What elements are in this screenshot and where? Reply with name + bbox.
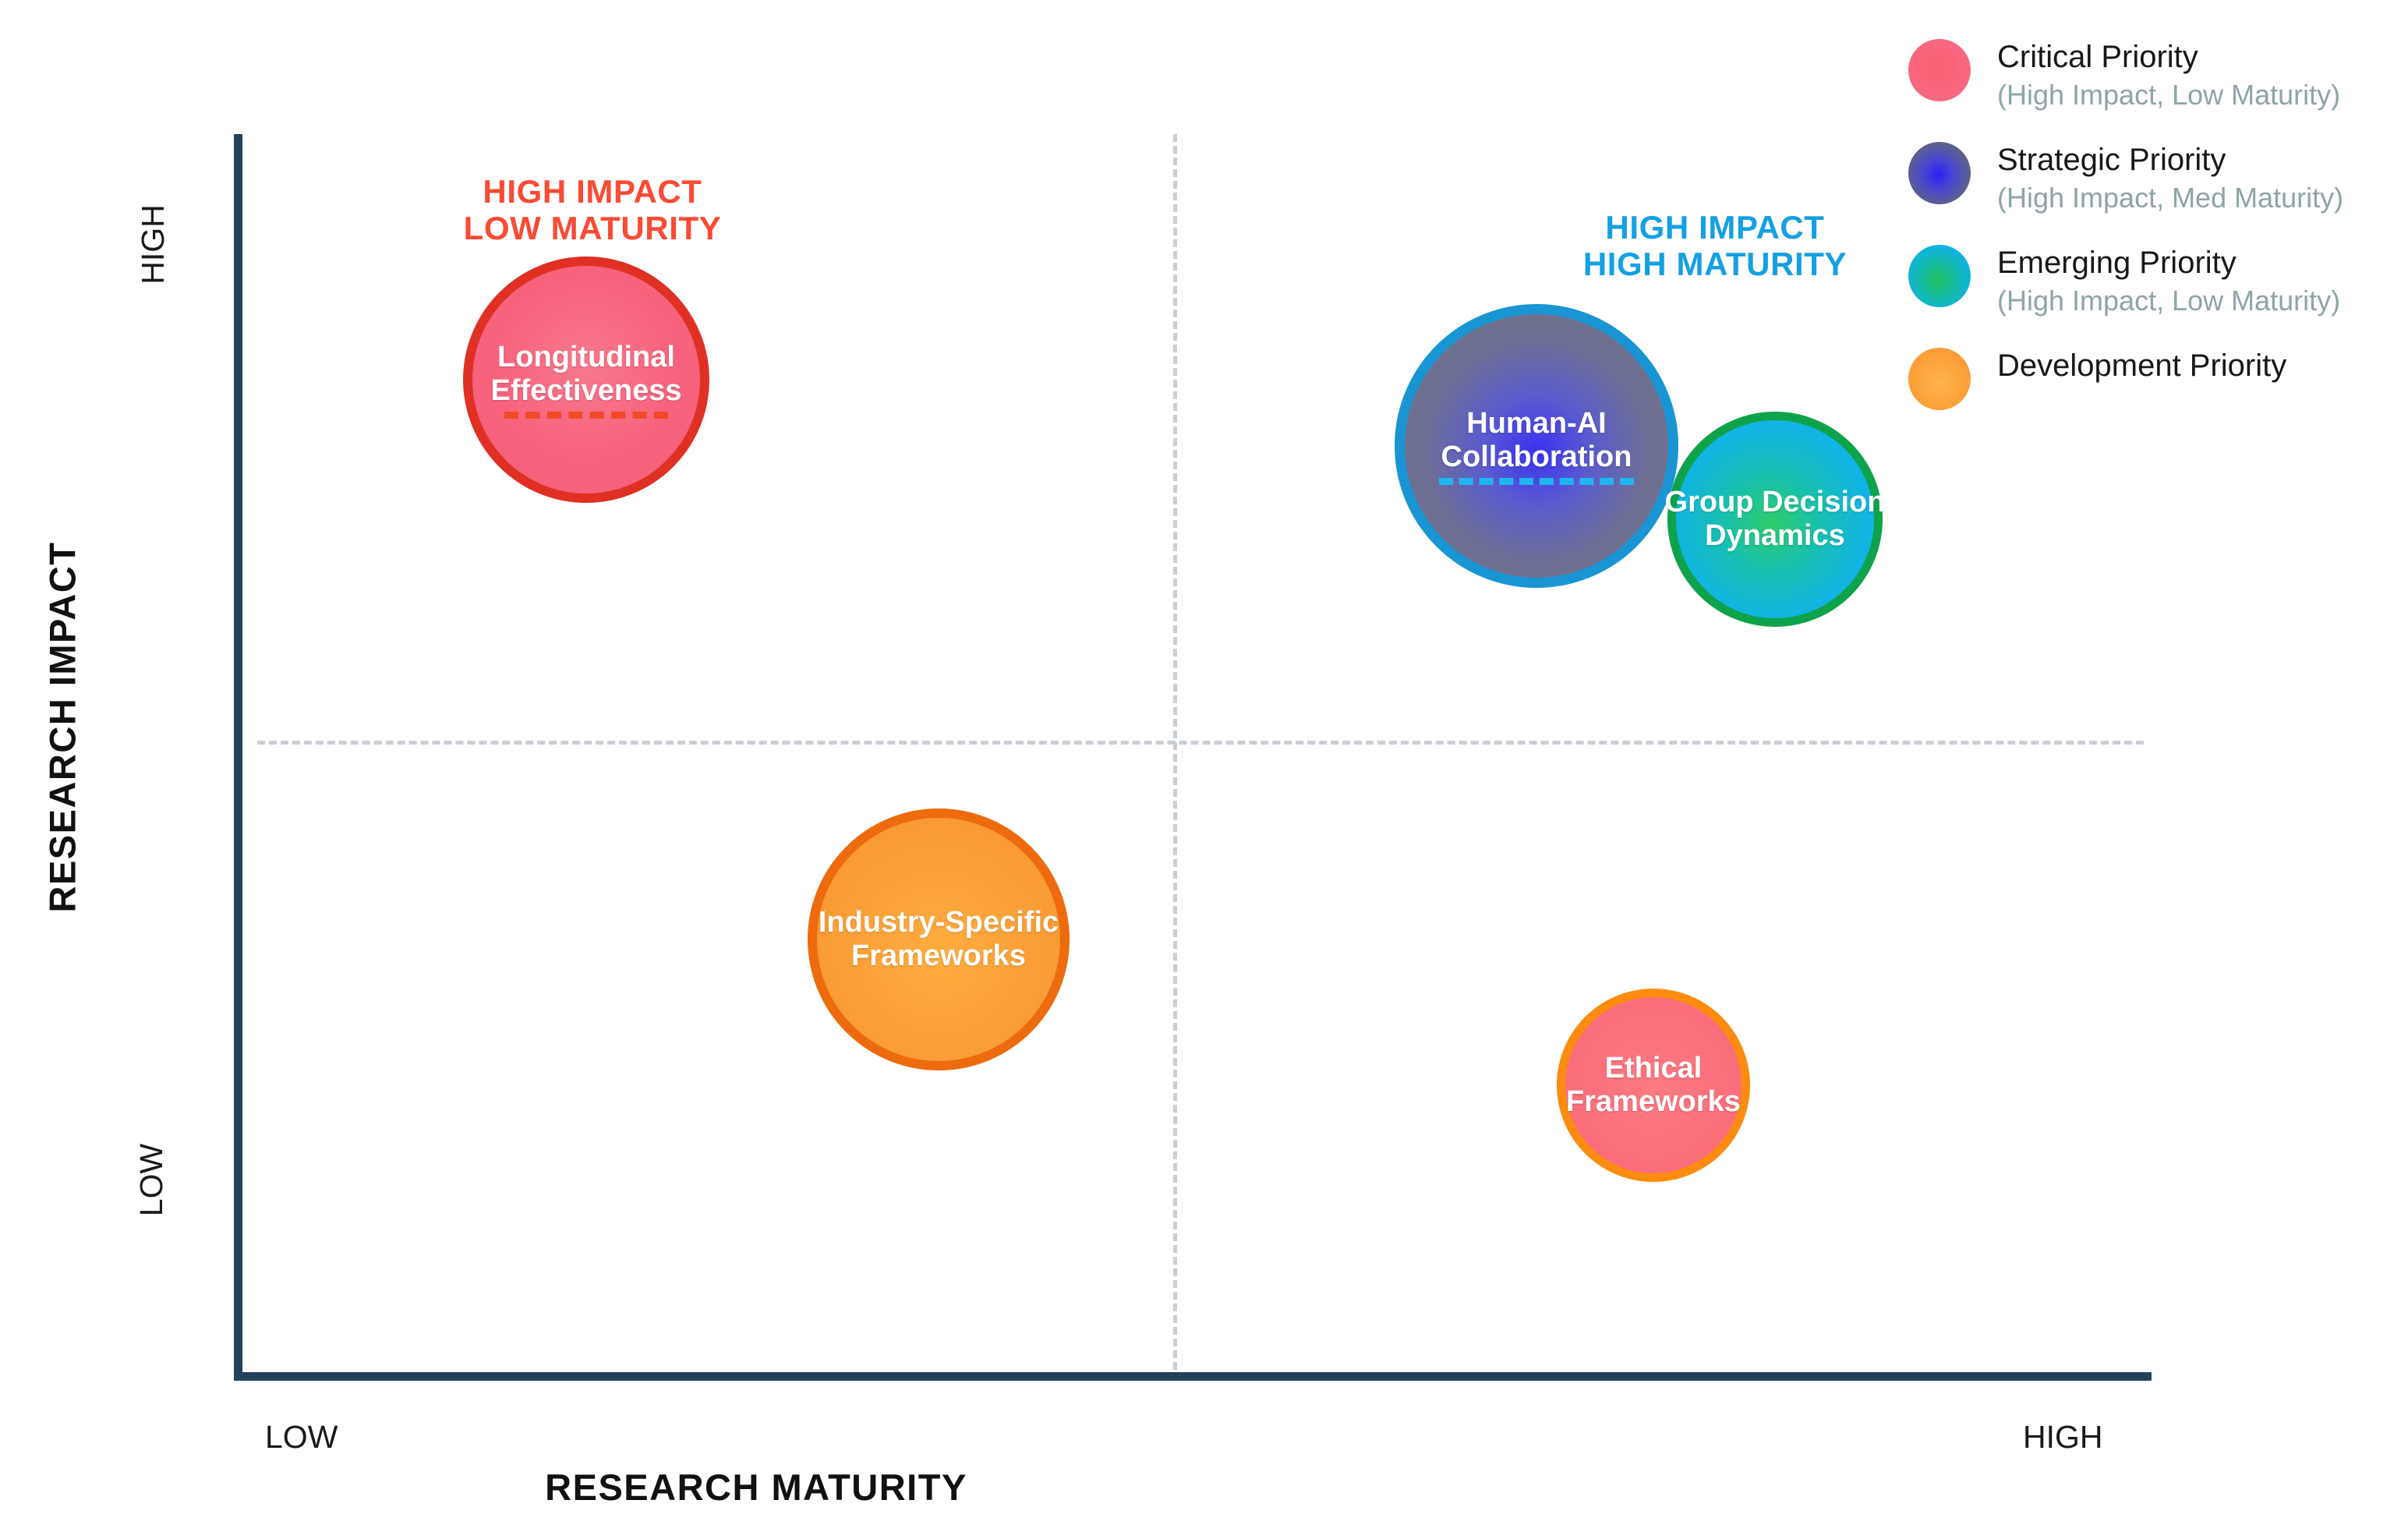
- legend-item-title: Critical Priority: [1997, 40, 2198, 74]
- legend-item-text: Critical Priority (High Impact, Low Matu…: [1997, 37, 2340, 111]
- y-axis-line: [234, 134, 242, 1380]
- legend-item-text: Strategic Priority (High Impact, Med Mat…: [1997, 140, 2343, 214]
- legend-item-strategic-priority[interactable]: Strategic Priority (High Impact, Med Mat…: [1908, 140, 2407, 225]
- y-axis-tick-high: HIGH: [134, 204, 171, 285]
- bubble-label: Ethical Frameworks: [1566, 1052, 1741, 1118]
- legend-item-development-priority[interactable]: Development Priority: [1908, 346, 2407, 430]
- quadrant-divider-horizontal: [257, 741, 2144, 745]
- bubble-label: Human-AI Collaboration: [1441, 406, 1632, 473]
- quadrant-label-high-impact-low-maturity: HIGH IMPACT LOW MATURITY: [463, 173, 722, 247]
- bubble-label: Longitudinal Effectiveness: [490, 340, 682, 407]
- legend-item-text: Emerging Priority (High Impact, Low Matu…: [1997, 243, 2340, 317]
- bubble-industry-specific-frameworks[interactable]: Industry-Specific Frameworks: [808, 808, 1070, 1070]
- bubble-group-decision-dynamics[interactable]: Group Decision Dynamics: [1665, 412, 1885, 627]
- strategic-priority-dot-icon: [1908, 142, 1971, 204]
- bubble-underline: [504, 412, 668, 419]
- legend-item-critical-priority[interactable]: Critical Priority (High Impact, Low Matu…: [1908, 37, 2407, 122]
- bubble-label: Group Decision Dynamics: [1664, 486, 1886, 552]
- chart-legend: Critical Priority (High Impact, Low Matu…: [1908, 37, 2407, 449]
- legend-item-emerging-priority[interactable]: Emerging Priority (High Impact, Low Matu…: [1908, 243, 2407, 327]
- legend-item-subtitle: (High Impact, Med Maturity): [1997, 182, 2344, 214]
- x-axis-tick-high: HIGH: [2023, 1419, 2103, 1455]
- emerging-priority-dot-icon: [1908, 245, 1971, 307]
- bubble-human-ai-collaboration[interactable]: Human-AI Collaboration: [1395, 304, 1678, 588]
- bubble-longitudinal-effectiveness[interactable]: Longitudinal Effectiveness: [463, 256, 709, 503]
- legend-item-title: Emerging Priority: [1997, 246, 2237, 280]
- y-axis-title: RESEARCH IMPACT: [41, 541, 83, 913]
- bubble-label: Industry-Specific Frameworks: [818, 906, 1059, 972]
- legend-item-subtitle: (High Impact, Low Maturity): [1997, 79, 2341, 111]
- development-priority-dot-icon: [1908, 348, 1971, 410]
- x-axis-line: [234, 1372, 2152, 1381]
- quadrant-divider-vertical: [1173, 134, 1177, 1370]
- quadrant-label-high-impact-high-maturity: HIGH IMPACT HIGH MATURITY: [1582, 209, 1848, 283]
- legend-item-title: Development Priority: [1997, 348, 2287, 383]
- legend-item-text: Development Priority: [1997, 346, 2286, 384]
- legend-item-title: Strategic Priority: [1997, 143, 2226, 177]
- legend-item-subtitle: (High Impact, Low Maturity): [1997, 285, 2341, 317]
- bubble-underline: [1439, 478, 1634, 486]
- x-axis-tick-low: LOW: [265, 1419, 338, 1455]
- bubble-ethical-frameworks[interactable]: Ethical Frameworks: [1557, 989, 1750, 1182]
- x-axis-title: RESEARCH MATURITY: [545, 1466, 967, 1508]
- y-axis-tick-low: LOW: [133, 1143, 170, 1217]
- critical-priority-dot-icon: [1908, 39, 1971, 101]
